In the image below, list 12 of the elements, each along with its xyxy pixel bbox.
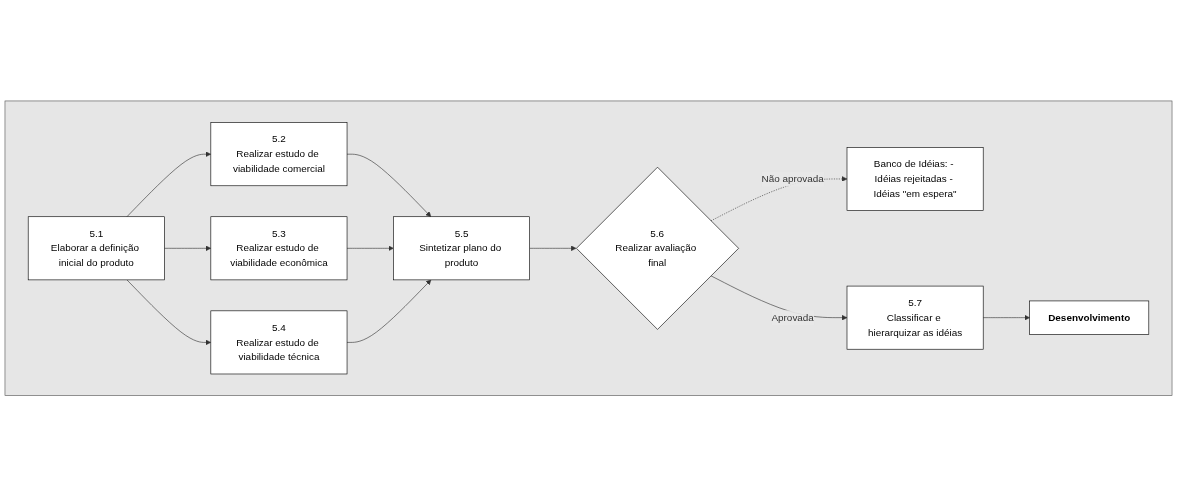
- node-box: 5.2 Realizar estudo de viabilidade comercial: [210, 122, 348, 186]
- cluster: [4, 100, 1173, 396]
- edge-label: Aprovada: [771, 311, 814, 323]
- node-diamond: 5.6 Realizar avaliação final: [576, 166, 739, 330]
- node-box: 5.7 Classificar e hierarquizar as idéias: [846, 285, 984, 350]
- node-box: 5.4 Realizar estudo de viabilidade técnica: [210, 310, 348, 374]
- node-box: 5.3 Realizar estudo de viabilidade econômica: [210, 216, 348, 280]
- node-box: 5.1 Elaborar a definição inicial do produto: [27, 216, 165, 280]
- edge-label: Não aprovada: [761, 173, 824, 184]
- node-box: Desenvolvimento: [1029, 300, 1150, 335]
- node-box: 5.5 Sintetizar plano do produto: [393, 216, 530, 280]
- node-box: Banco de Idéias: - Idéias rejeitadas - Idéias "em espera": [846, 146, 984, 211]
